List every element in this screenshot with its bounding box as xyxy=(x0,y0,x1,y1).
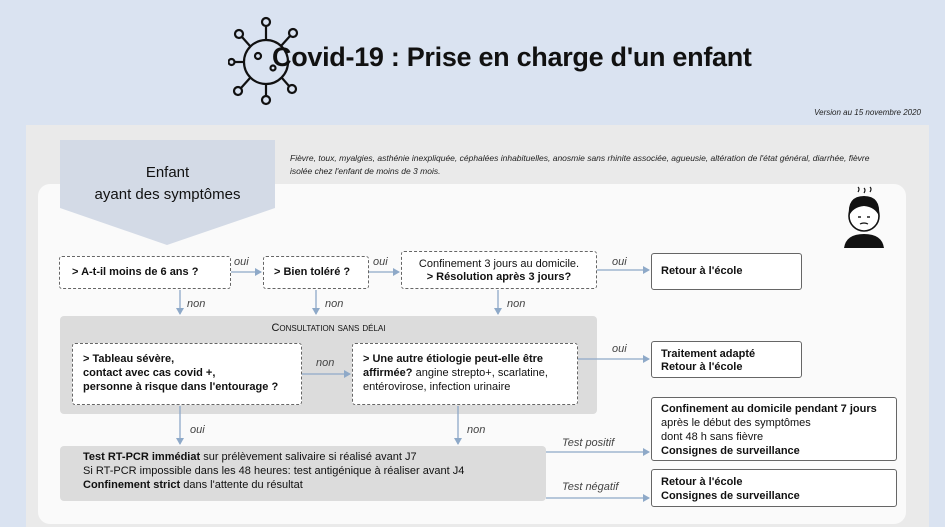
etiologie-line2: affirmée? xyxy=(363,367,413,379)
negatif-line2: Consignes de surveillance xyxy=(661,490,800,502)
label-severe-oui: oui xyxy=(190,424,205,436)
test-line1b: sur prélèvement salivaire si réalisé ava… xyxy=(200,451,417,463)
symptoms-line1: Enfant xyxy=(145,164,190,181)
consultation-title: Consultation sans délai xyxy=(271,322,386,334)
traitement-box: Traitement adapté Retour à l'école xyxy=(651,341,802,378)
severe-line1: > Tableau sévère, xyxy=(83,353,175,365)
severe-line2: contact avec cas covid +, xyxy=(83,367,216,379)
positif-line4: Consignes de surveillance xyxy=(661,445,800,457)
positif-line1: Confinement au domicile pendant 7 jours xyxy=(661,403,877,415)
question-tolere: > Bien toléré ? xyxy=(274,266,351,278)
traitement-line1: Traitement adapté xyxy=(661,348,756,360)
test-line3b: dans l'attente du résultat xyxy=(180,479,303,491)
label-test-negatif: Test négatif xyxy=(562,481,619,493)
page-title: Covid-19 : Prise en charge d'un enfant xyxy=(272,42,752,72)
label-etiologie-non: non xyxy=(467,424,486,436)
test-line3a: Confinement strict xyxy=(83,479,181,491)
etiologie-line1: > Une autre étiologie peut-elle être xyxy=(363,353,544,365)
label-etiologie-oui: oui xyxy=(612,343,627,355)
retour-ecole-box-1: Retour à l'école xyxy=(651,253,802,290)
positif-box: Confinement au domicile pendant 7 jours … xyxy=(651,397,897,461)
virus-icon xyxy=(228,16,299,106)
test-line1a: Test RT-PCR immédiat xyxy=(83,451,201,463)
question-age: > A-t-il moins de 6 ans ? xyxy=(72,266,199,278)
etiologie-line3: entérovirose, infection urinaire xyxy=(363,381,511,393)
label-age-non: non xyxy=(187,298,206,310)
retour-ecole-1: Retour à l'école xyxy=(661,265,743,277)
question-etiologie-box: > Une autre étiologie peut-elle être aff… xyxy=(352,343,578,405)
positif-line3: dont 48 h sans fièvre xyxy=(661,431,764,443)
negatif-box: Retour à l'école Consignes de surveillan… xyxy=(651,469,897,507)
symptoms-note: Fièvre, toux, myalgies, asthénie inexpli… xyxy=(290,153,870,176)
test-box-text: Test RT-PCR immédiat sur prélèvement sal… xyxy=(83,450,464,492)
version-label: Version au 15 novembre 2020 xyxy=(814,108,921,117)
label-test-positif: Test positif xyxy=(562,437,615,449)
symptoms-line2: ayant des symptômes xyxy=(94,186,241,203)
severe-line3: personne à risque dans l'entourage ? xyxy=(83,381,279,393)
question-confinement-box: Confinement 3 jours au domicile. > Résol… xyxy=(401,251,597,289)
positif-line2: après le début des symptômes xyxy=(661,417,811,429)
confinement-line1: Confinement 3 jours au domicile. xyxy=(418,258,580,270)
traitement-line2: Retour à l'école xyxy=(661,361,743,373)
child-fever-icon xyxy=(844,186,884,248)
label-age-oui: oui xyxy=(234,256,249,268)
test-box xyxy=(60,446,546,501)
etiologie-line2b: angine strepto+, scarlatine, xyxy=(412,367,548,379)
label-tolere-oui: oui xyxy=(373,256,388,268)
label-confinement-non: non xyxy=(507,298,526,310)
question-age-box: > A-t-il moins de 6 ans ? xyxy=(59,256,231,289)
label-tolere-non: non xyxy=(325,298,344,310)
label-severe-non: non xyxy=(316,357,335,369)
question-severe-box: > Tableau sévère, contact avec cas covid… xyxy=(72,343,302,405)
test-line2: Si RT-PCR impossible dans les 48 heures:… xyxy=(83,465,465,477)
question-tolere-box: > Bien toléré ? xyxy=(263,256,369,289)
negatif-line1: Retour à l'école xyxy=(661,476,743,488)
confinement-line2: > Résolution après 3 jours? xyxy=(426,271,572,283)
symptoms-box-text: Enfant ayant des symptômes xyxy=(60,162,275,206)
symptoms-pentagon xyxy=(60,140,275,245)
label-confinement-oui: oui xyxy=(612,256,627,268)
